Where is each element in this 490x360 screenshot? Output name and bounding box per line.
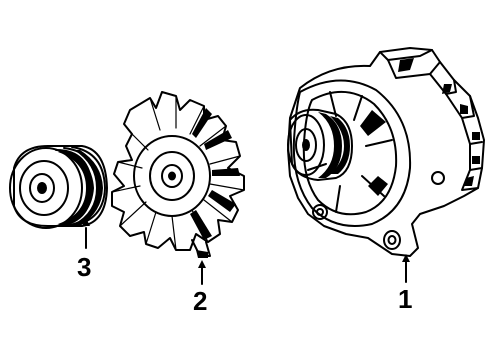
callout-1: 1: [398, 284, 412, 314]
fan-part: [111, 91, 245, 285]
alternator-part: [287, 47, 485, 283]
pulley-part: [9, 145, 108, 249]
callout-2: 2: [193, 286, 207, 316]
callout-3: 3: [77, 252, 91, 282]
